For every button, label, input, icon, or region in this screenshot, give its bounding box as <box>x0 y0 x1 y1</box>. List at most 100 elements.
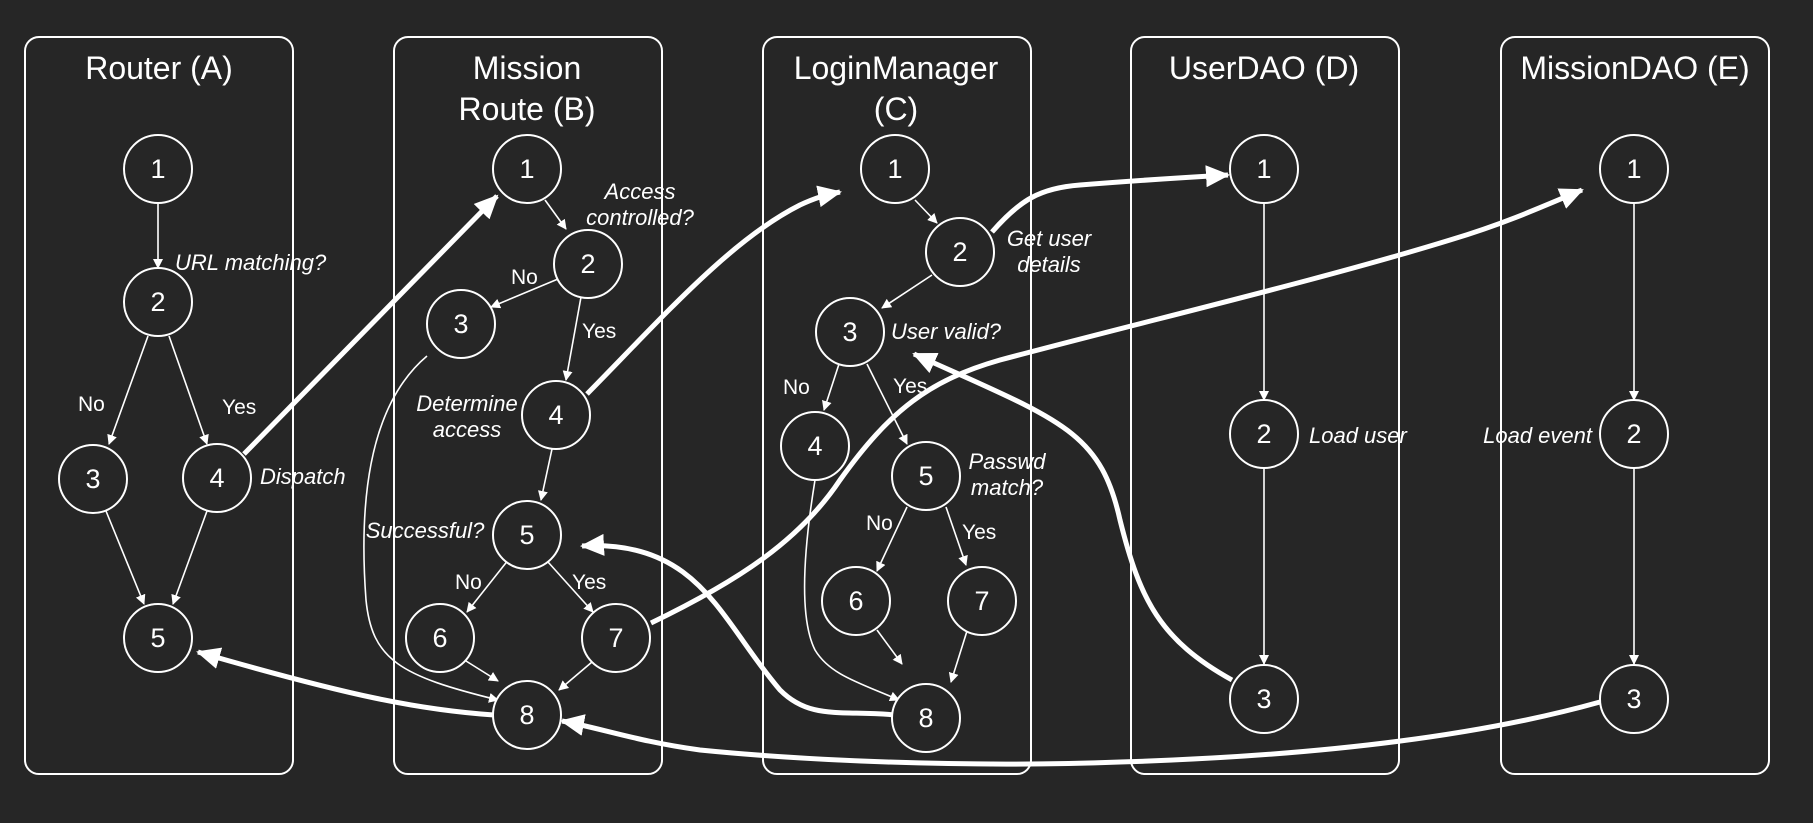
thin-edges <box>105 199 1639 703</box>
node-c3-circle <box>815 297 885 367</box>
node-c7[interactable]: 7 <box>947 566 1017 636</box>
note-determine-access-line1: Determine <box>416 391 517 416</box>
node-b2[interactable]: 2 <box>553 229 623 299</box>
node-c5[interactable]: 5 <box>891 441 961 511</box>
node-a5[interactable]: 5 <box>123 603 193 673</box>
node-b1[interactable]: 1 <box>492 134 562 204</box>
edge-b4-b5 <box>538 448 553 501</box>
node-b1-label: 1 <box>519 154 534 184</box>
lane-login-manager: LoginManager (C) <box>762 36 1032 775</box>
branch-label-c5-yes: Yes <box>962 521 996 544</box>
node-d1-label: 1 <box>1256 154 1271 184</box>
node-a2-circle <box>123 267 193 337</box>
node-a1-label: 1 <box>150 154 165 184</box>
node-c3[interactable]: 3 <box>815 297 885 367</box>
node-b7-circle <box>581 603 651 673</box>
node-e3-label: 3 <box>1626 684 1641 714</box>
node-c6-label: 6 <box>848 586 863 616</box>
node-c7-label: 7 <box>974 586 989 616</box>
node-c6-circle <box>821 566 891 636</box>
lane-router-title: Router (A) <box>85 50 233 86</box>
node-b3-circle <box>426 289 496 359</box>
edge-c7-c8 <box>948 630 968 683</box>
node-b3-label: 3 <box>453 309 468 339</box>
node-d1[interactable]: 1 <box>1229 134 1299 204</box>
edge-c5-c6 <box>876 506 908 572</box>
branch-label-b2-no: No <box>511 266 538 289</box>
node-d3[interactable]: 3 <box>1229 664 1299 734</box>
return-c8-to-b5 <box>580 533 897 718</box>
node-b3[interactable]: 3 <box>426 289 496 359</box>
node-b7[interactable]: 7 <box>581 603 651 673</box>
edge-b2-b3 <box>490 278 559 309</box>
annotations: URL matching? Dispatch Access controlled… <box>175 179 1593 543</box>
node-e1[interactable]: 1 <box>1599 134 1669 204</box>
node-c2[interactable]: 2 <box>925 217 995 287</box>
node-b2-circle <box>553 229 623 299</box>
node-a1[interactable]: 1 <box>123 134 193 204</box>
call-c2-to-d1 <box>990 165 1230 234</box>
node-b8-circle <box>492 680 562 750</box>
node-c1[interactable]: 1 <box>860 134 930 204</box>
note-url-matching: URL matching? <box>175 250 327 275</box>
node-b8[interactable]: 8 <box>492 680 562 750</box>
node-b7-label: 7 <box>608 623 623 653</box>
node-c3-label: 3 <box>842 317 857 347</box>
node-a3[interactable]: 3 <box>58 444 128 514</box>
branch-labels: No Yes No Yes No Yes No Yes No Yes <box>78 266 996 594</box>
node-e2[interactable]: 2 <box>1599 399 1669 469</box>
node-a3-label: 3 <box>85 464 100 494</box>
node-e2-label: 2 <box>1626 419 1641 449</box>
call-b4-to-c1 <box>585 185 842 396</box>
note-passwd-match-line1: Passwd <box>968 449 1046 474</box>
lane-login-manager-title-line2: (C) <box>874 91 918 127</box>
lane-user-dao: UserDAO (D) <box>1130 36 1400 775</box>
thick-edges <box>196 165 1601 767</box>
call-b7-to-e1 <box>649 187 1584 626</box>
edge-b5-b6 <box>466 558 510 613</box>
edge-a4-a5 <box>171 510 208 605</box>
node-b4[interactable]: 4 <box>521 380 591 450</box>
note-user-valid: User valid? <box>891 319 1002 344</box>
edge-b2-b4 <box>562 296 582 381</box>
node-a2[interactable]: 2 <box>123 267 193 337</box>
branch-label-c5-no: No <box>866 512 893 535</box>
edge-b7-b8 <box>558 661 593 691</box>
edge-c3-c4 <box>822 363 840 411</box>
node-b5[interactable]: 5 <box>492 500 562 570</box>
branch-label-a-no: No <box>78 393 105 416</box>
node-b6[interactable]: 6 <box>405 603 475 673</box>
return-b8-to-a5 <box>196 647 495 718</box>
note-determine-access-line2: access <box>433 417 501 442</box>
return-e3-to-b8 <box>560 699 1601 767</box>
node-d1-circle <box>1229 134 1299 204</box>
node-c8-circle <box>891 683 961 753</box>
lane-mission-route-title-line2: Route (B) <box>459 91 596 127</box>
node-c8[interactable]: 8 <box>891 683 961 753</box>
node-d2[interactable]: 2 <box>1229 399 1299 469</box>
node-b6-circle <box>405 603 475 673</box>
node-a5-label: 5 <box>150 623 165 653</box>
node-a4-label: 4 <box>209 463 224 493</box>
node-a4[interactable]: 4 <box>182 443 252 513</box>
node-c1-label: 1 <box>887 154 902 184</box>
node-c6[interactable]: 6 <box>821 566 891 636</box>
branch-label-b5-no: No <box>455 571 482 594</box>
node-e1-circle <box>1599 134 1669 204</box>
node-c2-circle <box>925 217 995 287</box>
node-c4[interactable]: 4 <box>780 411 850 481</box>
branch-label-c3-no: No <box>783 376 810 399</box>
branch-label-b2-yes: Yes <box>582 320 616 343</box>
note-dispatch: Dispatch <box>260 464 346 489</box>
node-e1-label: 1 <box>1626 154 1641 184</box>
lane-user-dao-title: UserDAO (D) <box>1169 50 1359 86</box>
node-b1-circle <box>492 134 562 204</box>
node-e3[interactable]: 3 <box>1599 664 1669 734</box>
edge-c6-c8 <box>876 629 903 665</box>
node-d3-label: 3 <box>1256 684 1271 714</box>
node-d3-circle <box>1229 664 1299 734</box>
note-get-user-details-line1: Get user <box>1007 226 1093 251</box>
node-c1-circle <box>860 134 930 204</box>
node-a4-circle <box>182 443 252 513</box>
